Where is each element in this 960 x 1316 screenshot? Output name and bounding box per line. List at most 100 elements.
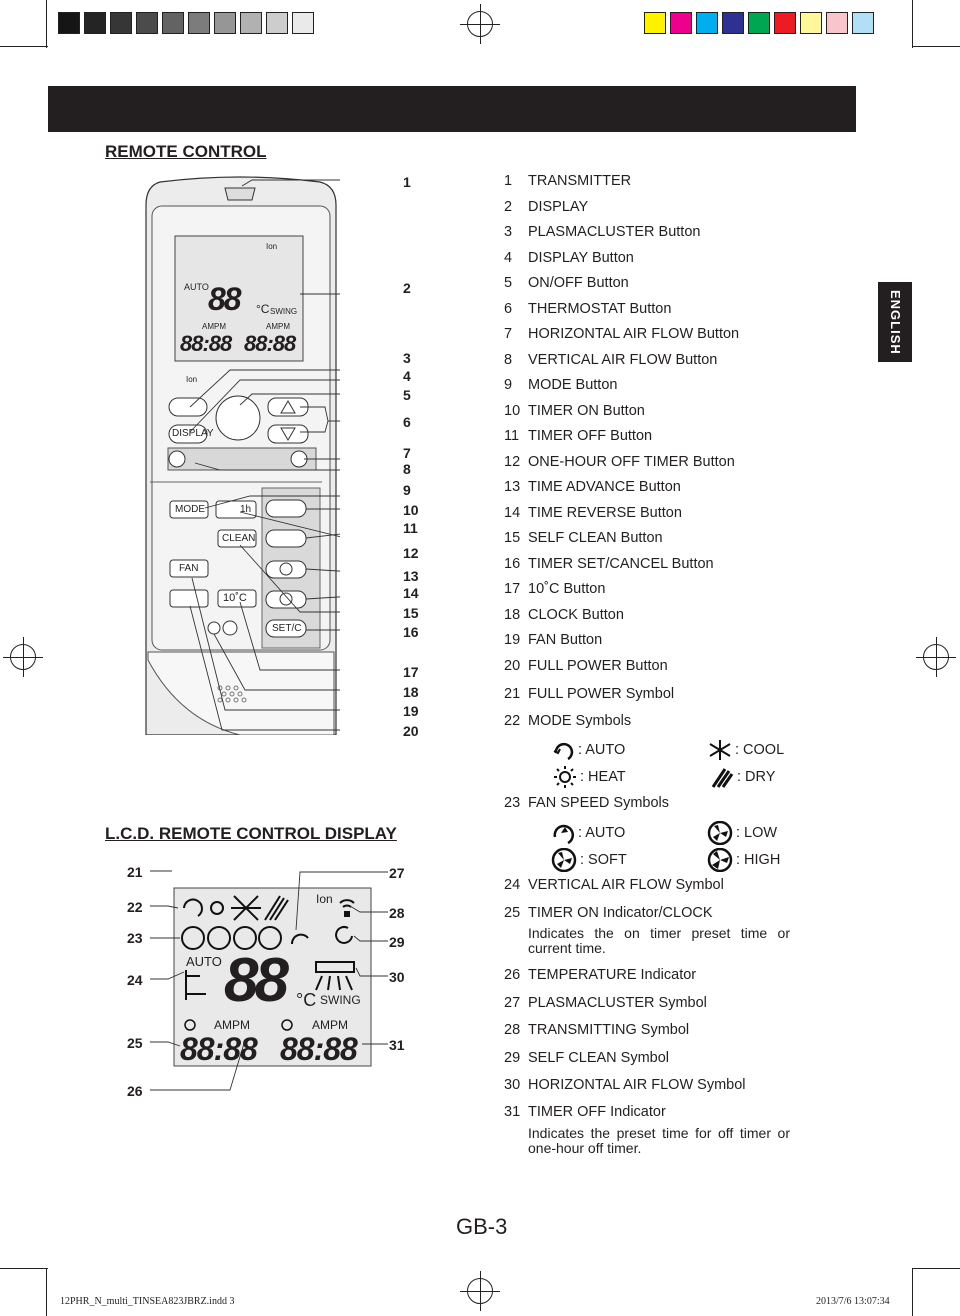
lcd-deg-c: °C [296, 990, 317, 1010]
parts-list-label: TIMER ON Indicator/CLOCK [528, 905, 713, 921]
process-swatch [670, 12, 692, 34]
dry-drops-icon [711, 768, 734, 788]
process-swatch [852, 12, 874, 34]
remote-callout-number: 14 [403, 585, 419, 601]
one-hour-off-timer-button[interactable]: 1h [240, 504, 252, 515]
remote-callout-number: 17 [403, 664, 419, 680]
timer-set-cancel-button[interactable]: SET/C [272, 623, 302, 634]
display-button[interactable]: DISPLAY [172, 428, 214, 439]
parts-list-label: FULL POWER Symbol [528, 686, 675, 702]
lcd-display-illustration [150, 870, 388, 1091]
parts-list-label: VERTICAL AIR FLOW Button [528, 352, 718, 368]
gray-swatch [292, 12, 314, 34]
fan-symbol-auto: : AUTO [550, 821, 625, 845]
ten-degree-button[interactable]: 10˚C [223, 592, 247, 604]
remote-lcd-temp-digits: 88 [208, 281, 242, 317]
parts-list-label: MODE Symbols [528, 713, 632, 729]
self-clean-button[interactable]: CLEAN [222, 533, 256, 544]
auto-mode-icon [553, 742, 574, 761]
process-swatch [774, 12, 796, 34]
mode-symbol-heat: : HEAT [552, 766, 626, 788]
process-swatch [826, 12, 848, 34]
remote-callout-number: 2 [403, 280, 411, 296]
parts-list-label: DISPLAY [528, 199, 589, 215]
parts-list-number: 19 [504, 632, 521, 648]
remote-control-illustration [145, 176, 340, 735]
parts-list-number: 16 [504, 556, 521, 572]
parts-list-number: 23 [504, 795, 521, 811]
parts-list-label: SELF CLEAN Symbol [528, 1050, 670, 1066]
snowflake-icon [709, 740, 731, 760]
mode-button[interactable]: MODE [175, 504, 205, 515]
remote-lcd-deg-c: °C [256, 302, 270, 316]
remote-callout-number: 13 [403, 568, 419, 584]
fan-high-icon [707, 847, 733, 873]
parts-list-number: 29 [504, 1050, 521, 1066]
process-swatch [722, 12, 744, 34]
gray-swatch [240, 12, 262, 34]
parts-list-number: 18 [504, 607, 521, 623]
mode-symbol-dry: : DRY [711, 766, 775, 788]
fan-button[interactable]: FAN [179, 563, 199, 574]
lcd-callout-number: 24 [127, 972, 143, 988]
parts-list-label: HORIZONTAL AIR FLOW Button [528, 326, 740, 342]
lcd-callout-number: 31 [389, 1037, 405, 1053]
parts-list-number: 15 [504, 530, 521, 546]
lcd-callout-number: 29 [389, 934, 405, 950]
parts-list-label: DISPLAY Button [528, 250, 634, 266]
remote-lcd-time-off: 88:88 [244, 331, 296, 356]
parts-list-label: TIME REVERSE Button [528, 505, 682, 521]
parts-list-label: CLOCK Button [528, 607, 624, 623]
parts-list-number: 6 [504, 301, 513, 317]
crop-mark [912, 0, 913, 48]
registration-mark-icon [3, 637, 43, 677]
lcd-swing-label: SWING [320, 993, 361, 1007]
lcd-callout-number: 26 [127, 1083, 143, 1099]
parts-list-label: ONE-HOUR OFF TIMER Button [528, 454, 735, 470]
process-swatch [800, 12, 822, 34]
remote-callout-number: 19 [403, 703, 419, 719]
parts-list-number: 24 [504, 877, 521, 893]
lcd-time-on: 88:88 [180, 1031, 258, 1067]
lcd-callout-number: 28 [389, 905, 405, 921]
crop-mark [912, 46, 960, 47]
parts-list-number: 14 [504, 505, 521, 521]
process-swatch [644, 12, 666, 34]
lcd-ion-label: Ion [316, 892, 333, 906]
parts-list-label: MODE Button [528, 377, 618, 393]
fan-low-icon [707, 820, 733, 846]
fan-auto-icon [553, 824, 575, 845]
gray-swatch [58, 12, 80, 34]
remote-lcd-auto-label: AUTO [184, 282, 209, 292]
parts-list-label: FULL POWER Button [528, 658, 668, 674]
lcd-temperature-digits: 88 [224, 946, 289, 1015]
remote-lcd-time-on: 88:88 [180, 331, 232, 356]
gray-swatch [84, 12, 106, 34]
parts-list-label: SELF CLEAN Button [528, 530, 663, 546]
remote-callout-number: 10 [403, 502, 419, 518]
parts-list-number: 10 [504, 403, 521, 419]
crop-mark [912, 1268, 913, 1316]
parts-list-number: 25 [504, 905, 521, 921]
parts-list-label: TRANSMITTER [528, 173, 632, 189]
footer-filename: 12PHR_N_multi_TINSEA823JBRZ.indd 3 [60, 1296, 235, 1307]
parts-list-label: TIMER OFF Button [528, 428, 653, 444]
remote-callout-number: 8 [403, 461, 411, 477]
gray-swatch [266, 12, 288, 34]
parts-list-label: 10˚C Button [528, 581, 606, 597]
parts-list-item: 15 SELF CLEAN Button [504, 530, 663, 546]
